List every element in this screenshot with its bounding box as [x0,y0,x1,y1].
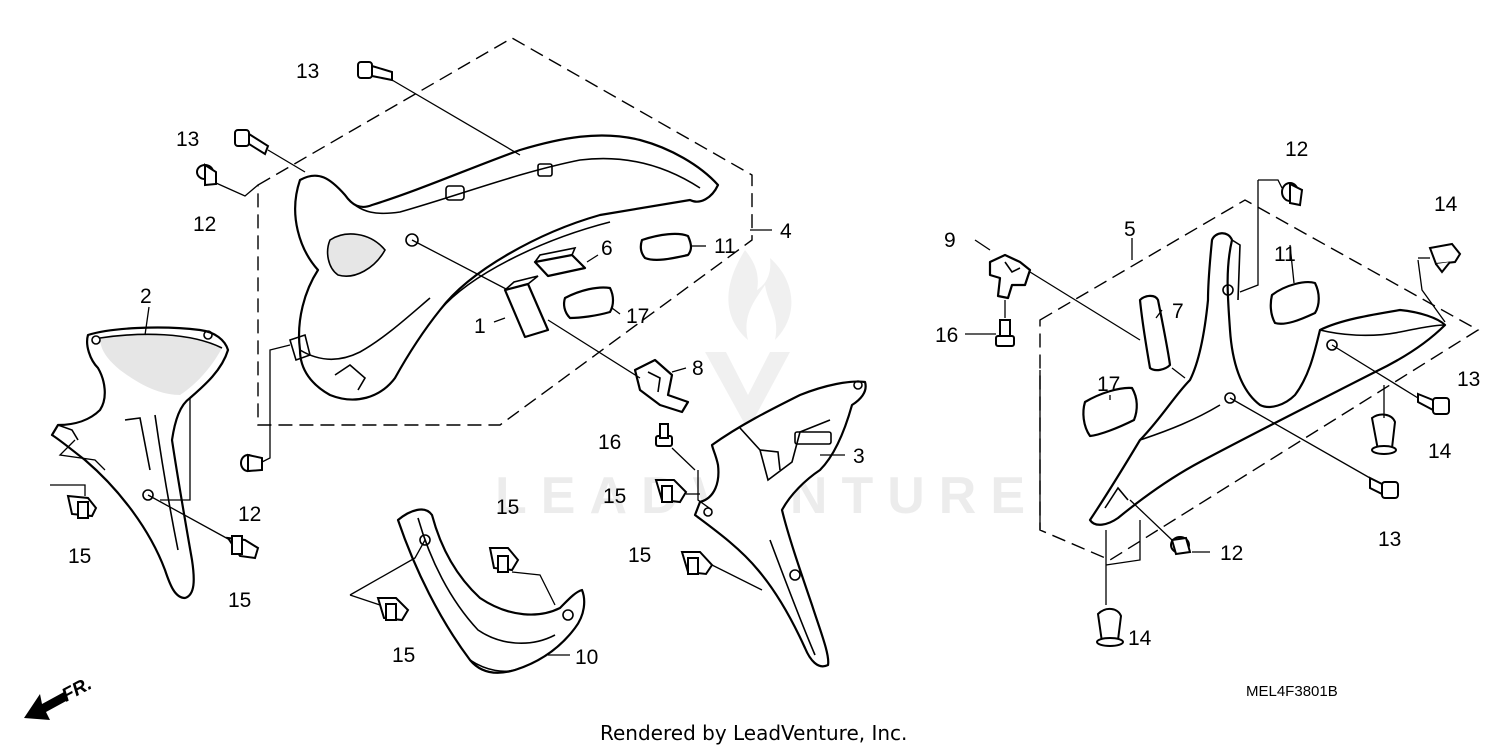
callout-16: 16 [598,431,621,454]
callout-17: 17 [626,305,649,328]
clip-15b-icon [225,535,260,560]
part-11-pad-right [1269,281,1320,325]
part-3-right-panel [693,380,867,668]
callout-13: 13 [1378,528,1401,551]
clip-15c-icon [488,547,520,573]
callout-2: 2 [140,285,152,308]
front-direction-indicator: FR. [24,674,95,720]
callout-13: 13 [176,128,199,151]
credit-line: Rendered by LeadVenture, Inc. [600,721,907,745]
clip-15d-icon [654,479,688,504]
callout-15: 15 [392,644,415,667]
part-4-inner-cover [289,134,720,401]
callout-4: 4 [780,220,792,243]
callout-10: 10 [575,646,598,669]
clip-15a-icon [66,494,98,519]
clip-14b-icon [1370,413,1397,455]
front-arrow-icon [24,692,68,720]
callout-3: 3 [853,445,865,468]
callout-12: 12 [1220,542,1243,565]
callout-15: 15 [228,589,251,612]
clip-15f-icon [376,597,410,622]
part-5-side-cover [1088,232,1447,526]
screw-16b-icon [995,319,1015,347]
callout-1: 1 [474,315,486,338]
part-8-bracket [633,358,690,414]
part-6-pad [533,246,587,278]
part-17-pad-right [1082,386,1138,438]
part-1-pad [503,275,550,339]
assembly-outline-4 [257,37,753,426]
bolt-13b-icon [234,129,270,156]
assembly-outline-5 [1039,199,1480,561]
callout-labels: 13 13 12 4 6 11 1 17 2 8 16 3 15 15 15 1… [68,60,1480,669]
diagram-code: MEL4F3801B [1246,683,1338,700]
clip-15e-icon [680,551,714,576]
grommet-12c-icon [1281,182,1304,207]
callout-15: 15 [68,545,91,568]
leader-lines [50,79,1446,656]
screw-16a-icon [655,423,673,447]
callout-15: 15 [496,496,519,519]
clip-14c-icon [1096,608,1124,647]
clip-14a-icon [1428,242,1462,274]
callout-5: 5 [1124,218,1136,241]
callout-14: 14 [1428,440,1452,463]
part-2-left-panel [50,326,230,600]
callout-12: 12 [238,503,261,526]
callout-6: 6 [601,237,613,260]
callout-11: 11 [1274,243,1296,266]
callout-14: 14 [1128,627,1152,650]
callout-11: 11 [714,235,736,258]
part-7-strip [1138,294,1172,372]
part-17-pad-left [562,286,615,320]
callout-17: 17 [1097,373,1120,396]
callout-15: 15 [628,544,651,567]
part-11-pad-left [639,232,693,261]
part-9-clip [988,253,1032,300]
callout-13: 13 [296,60,319,83]
callout-9: 9 [944,229,956,252]
callout-8: 8 [692,357,704,380]
part-10-lower-cover [396,508,586,674]
bolt-13a-icon [357,61,393,82]
bolt-13c-icon [1417,392,1450,415]
callout-15: 15 [603,485,626,508]
grommet-12b-icon [240,453,263,473]
callout-16: 16 [935,324,958,347]
grommet-12d-icon [1170,536,1192,556]
callout-7: 7 [1172,300,1184,323]
callout-13: 13 [1457,368,1480,391]
bolt-13d-icon [1369,476,1399,499]
callout-12: 12 [1285,138,1308,161]
callout-12: 12 [193,213,216,236]
callout-14: 14 [1434,193,1458,216]
grommet-12a-icon [196,163,217,187]
